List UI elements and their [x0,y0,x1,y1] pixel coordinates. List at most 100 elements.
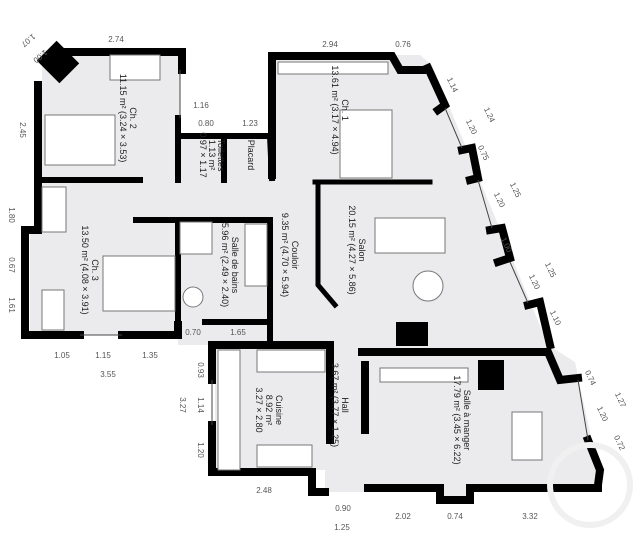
dimension-label: 1.10 [548,309,563,327]
dining-table [511,411,543,461]
dimension-label: 1.14 [445,76,460,94]
dimension-label: 0.80 [198,119,214,128]
floor-area [30,50,598,500]
room-dims: 3.27 × 2.80 [254,387,264,432]
room-area: 13.61 m² (3.17 × 4.94) [330,65,340,154]
fireplace-icon [36,40,80,84]
dimension-label: 1.05 [54,351,70,360]
bathtub [244,223,268,287]
fireplace-icon [396,322,428,346]
dimension-label: 2.74 [108,35,124,44]
room-area: 9.35 m² (4.70 × 5.94) [280,213,290,297]
dimension-label: 0.93 [196,362,205,378]
dimension-label: 1.25 [334,523,350,532]
room-area: 5.96 m² (2.49 × 2.40) [220,223,230,307]
room-name: Salon [357,238,367,261]
dimension-label: 1.27 [613,391,628,409]
sink [182,286,204,308]
room-label: Ch. 313.50 m² (4.08 × 3.91) [80,225,100,314]
dimension-label: 1.20 [464,118,479,136]
kitchen-unit-bottom [256,444,313,468]
dimension-label: 3.55 [100,370,116,379]
dimension-label: 1.61 [7,297,16,313]
dimension-label: 3.27 [178,397,187,413]
dimension-label: 2.48 [256,486,272,495]
room-area: 11.15 m² (3.24 × 3.53) [118,74,128,163]
room-area: 3.67 m² (3.77 × 1.25) [330,363,340,447]
dimension-label: 1.20 [196,442,205,458]
room-name: Ch. 1 [340,99,350,121]
room-label: Ch. 211.15 m² (3.24 × 3.53) [118,74,138,163]
dimension-label: 2.02 [395,512,411,521]
dimension-label: 1.15 [95,351,111,360]
room-name: Salle à manger [462,390,472,451]
dimension-label: 1.35 [142,351,158,360]
room-label: Placard [246,140,256,171]
dimension-label: 0.74 [447,512,463,521]
room-name: Ch. 3 [90,259,100,281]
dimension-label: 2.94 [322,40,338,49]
room-labels: Ch. 211.15 m² (3.24 × 3.53) Toilettes1.13… [80,65,472,464]
fireplaces [36,40,504,390]
dimension-label: 1.07 [19,32,37,49]
dimension-label: 1.16 [193,101,209,110]
dimension-label: 0.76 [395,40,411,49]
dimension-label: 1.20 [492,191,507,209]
cabinet-ch3 [41,289,65,331]
dimension-label: 1.23 [242,119,258,128]
room-name: Placard [246,140,256,171]
bed-ch1 [339,109,393,179]
kitchen-unit-top [256,349,326,373]
room-area: 8.92 m² [264,395,274,426]
dimension-label: 1.80 [7,207,16,223]
dimension-label: 1.20 [595,405,610,423]
room-area: 1.13 m² [207,140,217,171]
kitchen-counter [217,349,241,471]
dimension-label: 1.65 [230,328,246,337]
room-area: 17.79 m² (3.45 × 6.22) [452,375,462,464]
bed-ch3 [102,255,176,312]
furniture [41,54,633,528]
wardrobe-ch1 [277,61,389,75]
dimension-label: 3.32 [522,512,538,521]
coffee-table [412,270,444,302]
room-name: Cuisine [274,395,284,425]
dimension-label: 1.25 [543,261,558,279]
dimension-label: 0.70 [185,328,201,337]
room-area: 13.50 m² (4.08 × 3.91) [80,225,90,314]
room-name: Ch. 2 [128,107,138,129]
room-area: 20.15 m² (4.27 × 5.86) [347,205,357,294]
walls [21,48,605,504]
room-dims: 0.97 × 1.17 [198,132,208,177]
dimension-label: 2.45 [18,122,27,138]
dimension-label: 1.24 [482,106,497,124]
windows [80,70,589,441]
room-name: Toilettes [216,138,226,172]
desk-ch3 [41,186,67,233]
room-name: Couloir [290,241,300,270]
sofa [374,217,446,254]
dimension-label: 0.74 [583,369,598,387]
dimension-label: 0.67 [7,257,16,273]
wardrobe-ch2 [109,54,161,81]
dimension-label: 1.20 [527,273,542,291]
room-name: Salle de bains [230,237,240,294]
dimension-label: 1.25 [508,181,523,199]
dimension-label: 1.14 [196,397,205,413]
room-name: Hall [340,397,350,413]
room-label: Ch. 113.61 m² (3.17 × 4.94) [330,65,350,154]
shower [179,221,213,255]
watermark-logo [547,442,633,528]
dimension-label: 0.90 [335,504,351,513]
bed-ch2 [44,114,116,166]
sideboard [379,367,469,383]
fireplace-icon [478,360,504,390]
